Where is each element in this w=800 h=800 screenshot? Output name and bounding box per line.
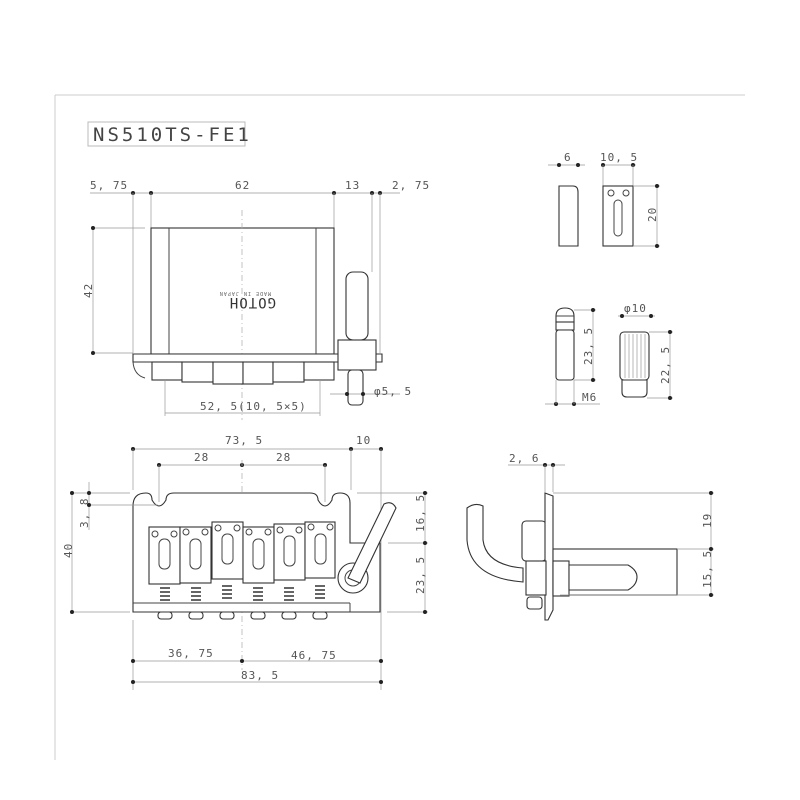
dim-arm-offset: 10	[356, 434, 371, 447]
dim-plate-thickness: 2, 6	[509, 452, 540, 465]
title-box	[87, 121, 246, 147]
height-screw	[555, 329, 575, 381]
saddle-side	[558, 185, 579, 247]
dim-lower-right: 23, 5	[414, 556, 427, 594]
side-view: 2, 6 19 15, 5	[466, 452, 714, 621]
bridge-base	[132, 353, 383, 363]
dim-saddle-side: 6	[564, 151, 572, 164]
front-view: 73, 5 10 28 28	[62, 434, 428, 690]
knob-detail: φ10 22, 5	[618, 302, 673, 400]
dim-knob-length: 22, 5	[659, 346, 672, 384]
saddle-row	[148, 521, 336, 620]
dim-screw-thread: M6	[582, 391, 597, 404]
base-plate	[150, 227, 335, 355]
dim-side-lower: 15, 5	[701, 550, 714, 588]
dim-top-left: 5, 75	[90, 179, 128, 192]
tremolo-stud	[345, 271, 369, 341]
dim-upper-right: 16, 5	[414, 494, 427, 532]
model-title: NS510TS-FE1	[93, 124, 252, 146]
dim-knob-diameter: φ10	[624, 302, 647, 315]
dim-side-upper: 19	[701, 513, 714, 528]
dim-saddle-width: 10, 5	[600, 151, 638, 164]
dim-stud-diameter: φ5, 5	[374, 385, 412, 398]
dim-left-post: 28	[194, 451, 209, 464]
gotoh-logo: GOTOH	[229, 294, 276, 310]
dim-saddle-height: 20	[646, 207, 659, 222]
logo-subtext: MADE IN JAPAN	[219, 290, 271, 296]
dim-overall-length: 83, 5	[241, 669, 279, 682]
top-view: 5, 75 62 13 2, 75 42 GOTOH MADE IN JAPAN…	[82, 179, 430, 420]
dim-top-width: 62	[235, 179, 250, 192]
dim-top-height: 42	[82, 283, 95, 298]
arm-hook	[466, 503, 524, 583]
dim-notch-depth: 3, 8	[78, 498, 91, 529]
dim-right-post: 28	[276, 451, 291, 464]
screw-detail: 23, 5 M6	[545, 307, 600, 406]
stud-nut	[337, 339, 377, 371]
side-plate	[544, 492, 554, 621]
dim-top-far-right: 2, 75	[392, 179, 430, 192]
dim-center-to-right: 46, 75	[291, 649, 337, 662]
arm-post	[347, 369, 364, 406]
tremolo-arm	[347, 502, 397, 584]
dim-left-to-center: 36, 75	[168, 647, 214, 660]
dim-front-height: 40	[62, 543, 75, 558]
saddles	[151, 361, 335, 385]
dim-string-spacing: 52, 5(10, 5×5)	[200, 400, 307, 413]
dim-top-right: 13	[345, 179, 360, 192]
dim-front-total: 73, 5	[225, 434, 263, 447]
saddle-detail: 6 10, 5 20	[548, 151, 660, 248]
intonation-springs	[160, 585, 325, 601]
dim-screw-length: 23, 5	[582, 327, 595, 365]
